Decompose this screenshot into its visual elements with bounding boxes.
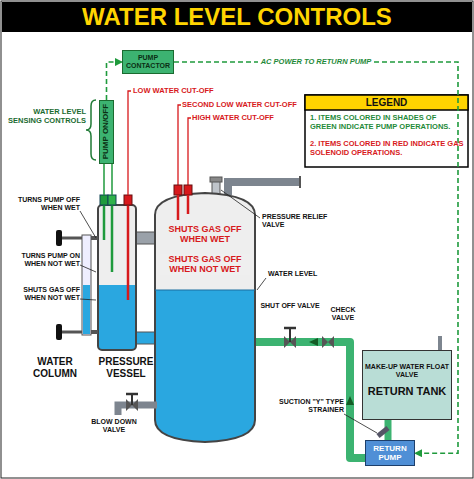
- callout-label: HIGH WATER CUT-OFF: [192, 114, 302, 123]
- probe-plug: [100, 195, 108, 205]
- callout-label: LOW WATER CUT-OFF: [133, 87, 253, 96]
- callout-label: TURNS PUMP ON WHEN NOT WET: [6, 252, 80, 268]
- callout-label: LEGEND: [305, 97, 468, 109]
- node-box: PUMP CONTACTOR: [122, 50, 174, 74]
- title-band: [2, 2, 472, 32]
- steam-pipe: [228, 182, 300, 195]
- callout-label: WATER COLUMN: [14, 356, 96, 379]
- vessel-water: [150, 290, 260, 450]
- node-box: RETURN PUMP: [365, 440, 415, 466]
- dashed-connector: [107, 62, 123, 100]
- node-text: RETURN PUMP: [368, 444, 412, 462]
- legend-text: 1. ITEMS COLORED IN SHADES OF GREEN INDI…: [310, 114, 464, 131]
- callout-label: SHUTS GAS OFF WHEN NOT WET: [160, 254, 250, 275]
- legend-text: 2. ITEMS COLORED IN RED INDICATE GAS SOL…: [310, 140, 464, 157]
- callout-label: PRESSURE RELIEF VALVE: [262, 213, 334, 229]
- column-water: [98, 285, 136, 350]
- gauge-valve: [56, 324, 62, 340]
- legend-header: [305, 95, 468, 110]
- equalizing-pipe: [136, 332, 156, 344]
- node-box: PUMP ON/OFF: [99, 100, 114, 164]
- node-text: RETURN TANK: [365, 385, 449, 398]
- water-column: [98, 205, 136, 350]
- node-box: MAKE-UP WATER FLOAT VALVE RETURN TANK: [362, 350, 452, 420]
- callout-label: SHUTS GAS OFF WHEN NOT WET: [6, 286, 80, 302]
- callout-label: SHUTS GAS OFF WHEN WET: [160, 224, 250, 245]
- callout-label: PRESSURE VESSEL: [98, 356, 154, 379]
- gauge-valve: [56, 230, 62, 246]
- callout-label: TURNS PUMP OFF WHEN WET: [6, 196, 80, 212]
- title: WATER LEVEL CONTROLS: [2, 4, 472, 30]
- callout-label: SUCTION "Y" TYPE STRAINER: [262, 398, 344, 414]
- bracket: [86, 100, 96, 160]
- node-text: MAKE-UP WATER FLOAT VALVE: [365, 363, 449, 379]
- callout-label: SECOND LOW WATER CUT-OFF: [182, 101, 302, 110]
- check-valve: [322, 336, 334, 348]
- callout-label: SHUT OFF VALVE: [258, 302, 322, 310]
- callout-label: CHECK VALVE: [322, 306, 364, 322]
- node-text: PUMP ON/OFF: [101, 104, 110, 159]
- feed-pipe: [256, 342, 365, 458]
- node-text: PUMP CONTACTOR: [125, 54, 171, 70]
- callout-label: WATER LEVEL SENSING CONTROLS: [4, 108, 86, 125]
- y-strainer: [378, 428, 388, 436]
- legend-box: [305, 95, 468, 167]
- callout-label: BLOW DOWN VALVE: [84, 418, 144, 434]
- callout-label: WATER LEVEL: [268, 270, 338, 278]
- edge-label: AC POWER TO RETURN PUMP: [258, 58, 375, 67]
- equalizing-pipe: [136, 232, 156, 244]
